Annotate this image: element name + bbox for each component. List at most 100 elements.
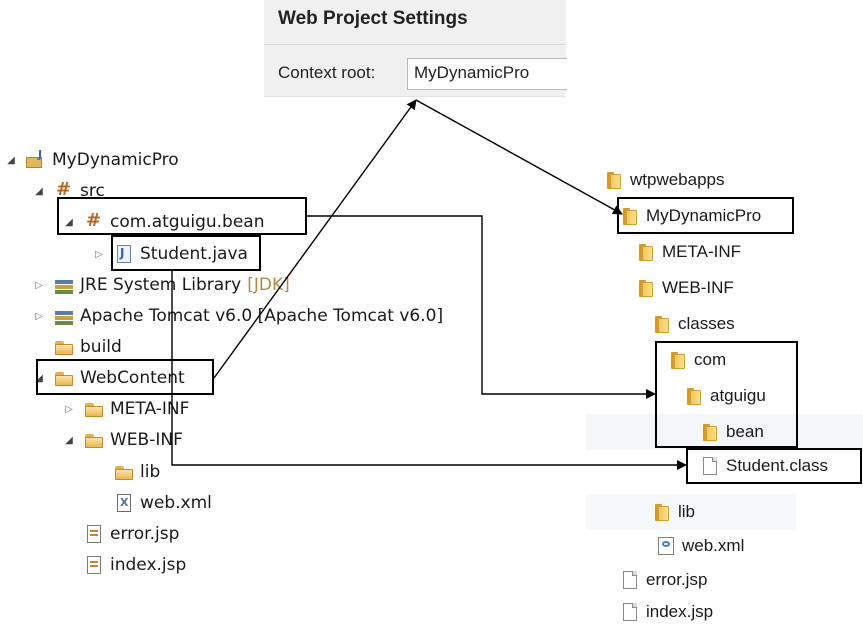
deploy-item-com[interactable]: com — [668, 347, 726, 373]
web-xml-label: web.xml — [140, 493, 212, 513]
tree-item-src[interactable]: ◢ src — [32, 178, 105, 204]
deploy-project-label: MyDynamicPro — [646, 206, 762, 225]
highlight-box-webcontent — [36, 359, 214, 395]
file-icon — [620, 571, 640, 589]
row-background — [586, 494, 796, 530]
settings-divider — [264, 44, 566, 45]
deploy-index-jsp-label: index.jsp — [646, 602, 714, 621]
jsp-file-icon — [84, 525, 104, 543]
tree-item-project[interactable]: ◢ MyDynamicPro — [4, 147, 179, 173]
folder-icon — [668, 351, 688, 369]
settings-title: Web Project Settings — [278, 8, 468, 29]
folder-icon — [84, 400, 104, 418]
xml-file-icon — [656, 537, 676, 555]
web-inf-label: WEB-INF — [110, 430, 183, 450]
index-jsp-label: index.jsp — [110, 555, 187, 575]
com-label: com — [694, 350, 727, 369]
deploy-item-project[interactable]: MyDynamicPro — [620, 203, 761, 229]
tree-item-webcontent[interactable]: ◢ WebContent — [32, 365, 185, 391]
tree-item-tomcat[interactable]: ▷ Apache Tomcat v6.0 [Apache Tomcat v6.0… — [32, 303, 443, 329]
deploy-item-index-jsp[interactable]: index.jsp — [620, 599, 713, 625]
folder-icon — [54, 338, 74, 356]
folder-icon — [700, 423, 720, 441]
jsp-file-icon — [84, 556, 104, 574]
wtpwebapps-label: wtpwebapps — [630, 170, 725, 189]
tree-item-lib[interactable]: lib — [92, 459, 160, 485]
java-file-label: Student.java — [140, 244, 248, 264]
collapse-arrow-icon[interactable]: ▷ — [65, 403, 73, 415]
folder-icon — [620, 207, 640, 225]
file-icon — [620, 603, 640, 621]
arrow-webcontent-to-context-root — [213, 99, 417, 379]
highlight-box-student-java — [111, 235, 261, 271]
context-root-value: MyDynamicPro — [414, 63, 530, 82]
jre-label: JRE System Library — [80, 275, 242, 295]
meta-inf-label: META-INF — [110, 399, 190, 419]
lib-label: lib — [140, 462, 161, 482]
deploy-meta-inf-label: META-INF — [662, 242, 742, 261]
package-label: com.atguigu.bean — [110, 212, 265, 232]
jre-suffix: [JDK] — [247, 275, 290, 295]
tree-item-package[interactable]: ◢ com.atguigu.bean — [62, 209, 265, 235]
folder-icon — [636, 243, 656, 261]
tree-item-meta-inf[interactable]: ▷ META-INF — [62, 396, 189, 422]
web-folder-icon — [54, 369, 74, 387]
collapse-arrow-icon[interactable]: ▷ — [35, 279, 43, 291]
context-root-label: Context root: — [278, 63, 376, 82]
java-file-icon — [114, 245, 134, 263]
atguigu-label: atguigu — [710, 386, 766, 405]
src-label: src — [80, 181, 105, 201]
expand-arrow-icon[interactable]: ◢ — [65, 216, 73, 228]
tree-item-build[interactable]: build — [32, 334, 122, 360]
expand-arrow-icon[interactable]: ◢ — [35, 185, 43, 197]
library-icon — [54, 276, 74, 294]
tree-item-web-xml[interactable]: web.xml — [92, 490, 212, 516]
folder-icon — [652, 503, 672, 521]
deploy-item-atguigu[interactable]: atguigu — [684, 383, 766, 409]
folder-icon — [684, 387, 704, 405]
build-label: build — [80, 337, 122, 357]
deploy-item-error-jsp[interactable]: error.jsp — [620, 567, 707, 593]
java-project-icon — [26, 148, 46, 169]
bean-label: bean — [726, 422, 764, 441]
tree-item-web-inf[interactable]: ◢ WEB-INF — [62, 427, 183, 453]
arrow-student-java-to-student-class — [171, 271, 687, 470]
highlight-box-student-class — [686, 448, 862, 484]
source-folder-icon — [54, 179, 74, 200]
package-icon — [84, 210, 104, 231]
collapse-arrow-icon[interactable]: ▷ — [95, 248, 103, 260]
project-label: MyDynamicPro — [52, 150, 179, 170]
tree-item-error-jsp[interactable]: error.jsp — [62, 521, 179, 547]
deploy-item-web-inf[interactable]: WEB-INF — [636, 275, 734, 301]
deploy-item-meta-inf[interactable]: META-INF — [636, 239, 741, 265]
arrow-context-root-to-deploy-project — [415, 99, 623, 215]
deploy-item-wtpwebapps[interactable]: wtpwebapps — [604, 167, 725, 193]
tree-item-jre[interactable]: ▷ JRE System Library [JDK] — [32, 272, 290, 298]
arrow-package-to-com — [307, 215, 656, 399]
tree-item-index-jsp[interactable]: index.jsp — [62, 552, 186, 578]
student-class-label: Student.class — [726, 456, 829, 475]
deploy-item-lib[interactable]: lib — [652, 499, 695, 525]
deploy-web-inf-label: WEB-INF — [662, 278, 734, 297]
deploy-item-classes[interactable]: classes — [652, 311, 735, 337]
deploy-lib-label: lib — [678, 502, 696, 521]
expand-arrow-icon[interactable]: ◢ — [35, 372, 43, 384]
tree-item-student-java[interactable]: ▷ Student.java — [92, 241, 248, 267]
xml-file-icon — [114, 494, 134, 512]
error-jsp-label: error.jsp — [110, 524, 180, 544]
selection-highlight — [586, 414, 863, 450]
expand-arrow-icon[interactable]: ◢ — [7, 154, 15, 166]
collapse-arrow-icon[interactable]: ▷ — [35, 310, 43, 322]
deploy-error-jsp-label: error.jsp — [646, 570, 708, 589]
deploy-item-student-class[interactable]: Student.class — [700, 453, 828, 479]
expand-arrow-icon[interactable]: ◢ — [65, 434, 73, 446]
context-root-input[interactable]: MyDynamicPro — [407, 58, 567, 90]
library-icon — [54, 307, 74, 325]
classes-label: classes — [678, 314, 735, 333]
deploy-item-web-xml[interactable]: web.xml — [656, 533, 744, 559]
folder-icon — [636, 279, 656, 297]
folder-icon — [84, 431, 104, 449]
highlight-box-package — [57, 197, 307, 235]
deploy-item-bean[interactable]: bean — [700, 419, 764, 445]
